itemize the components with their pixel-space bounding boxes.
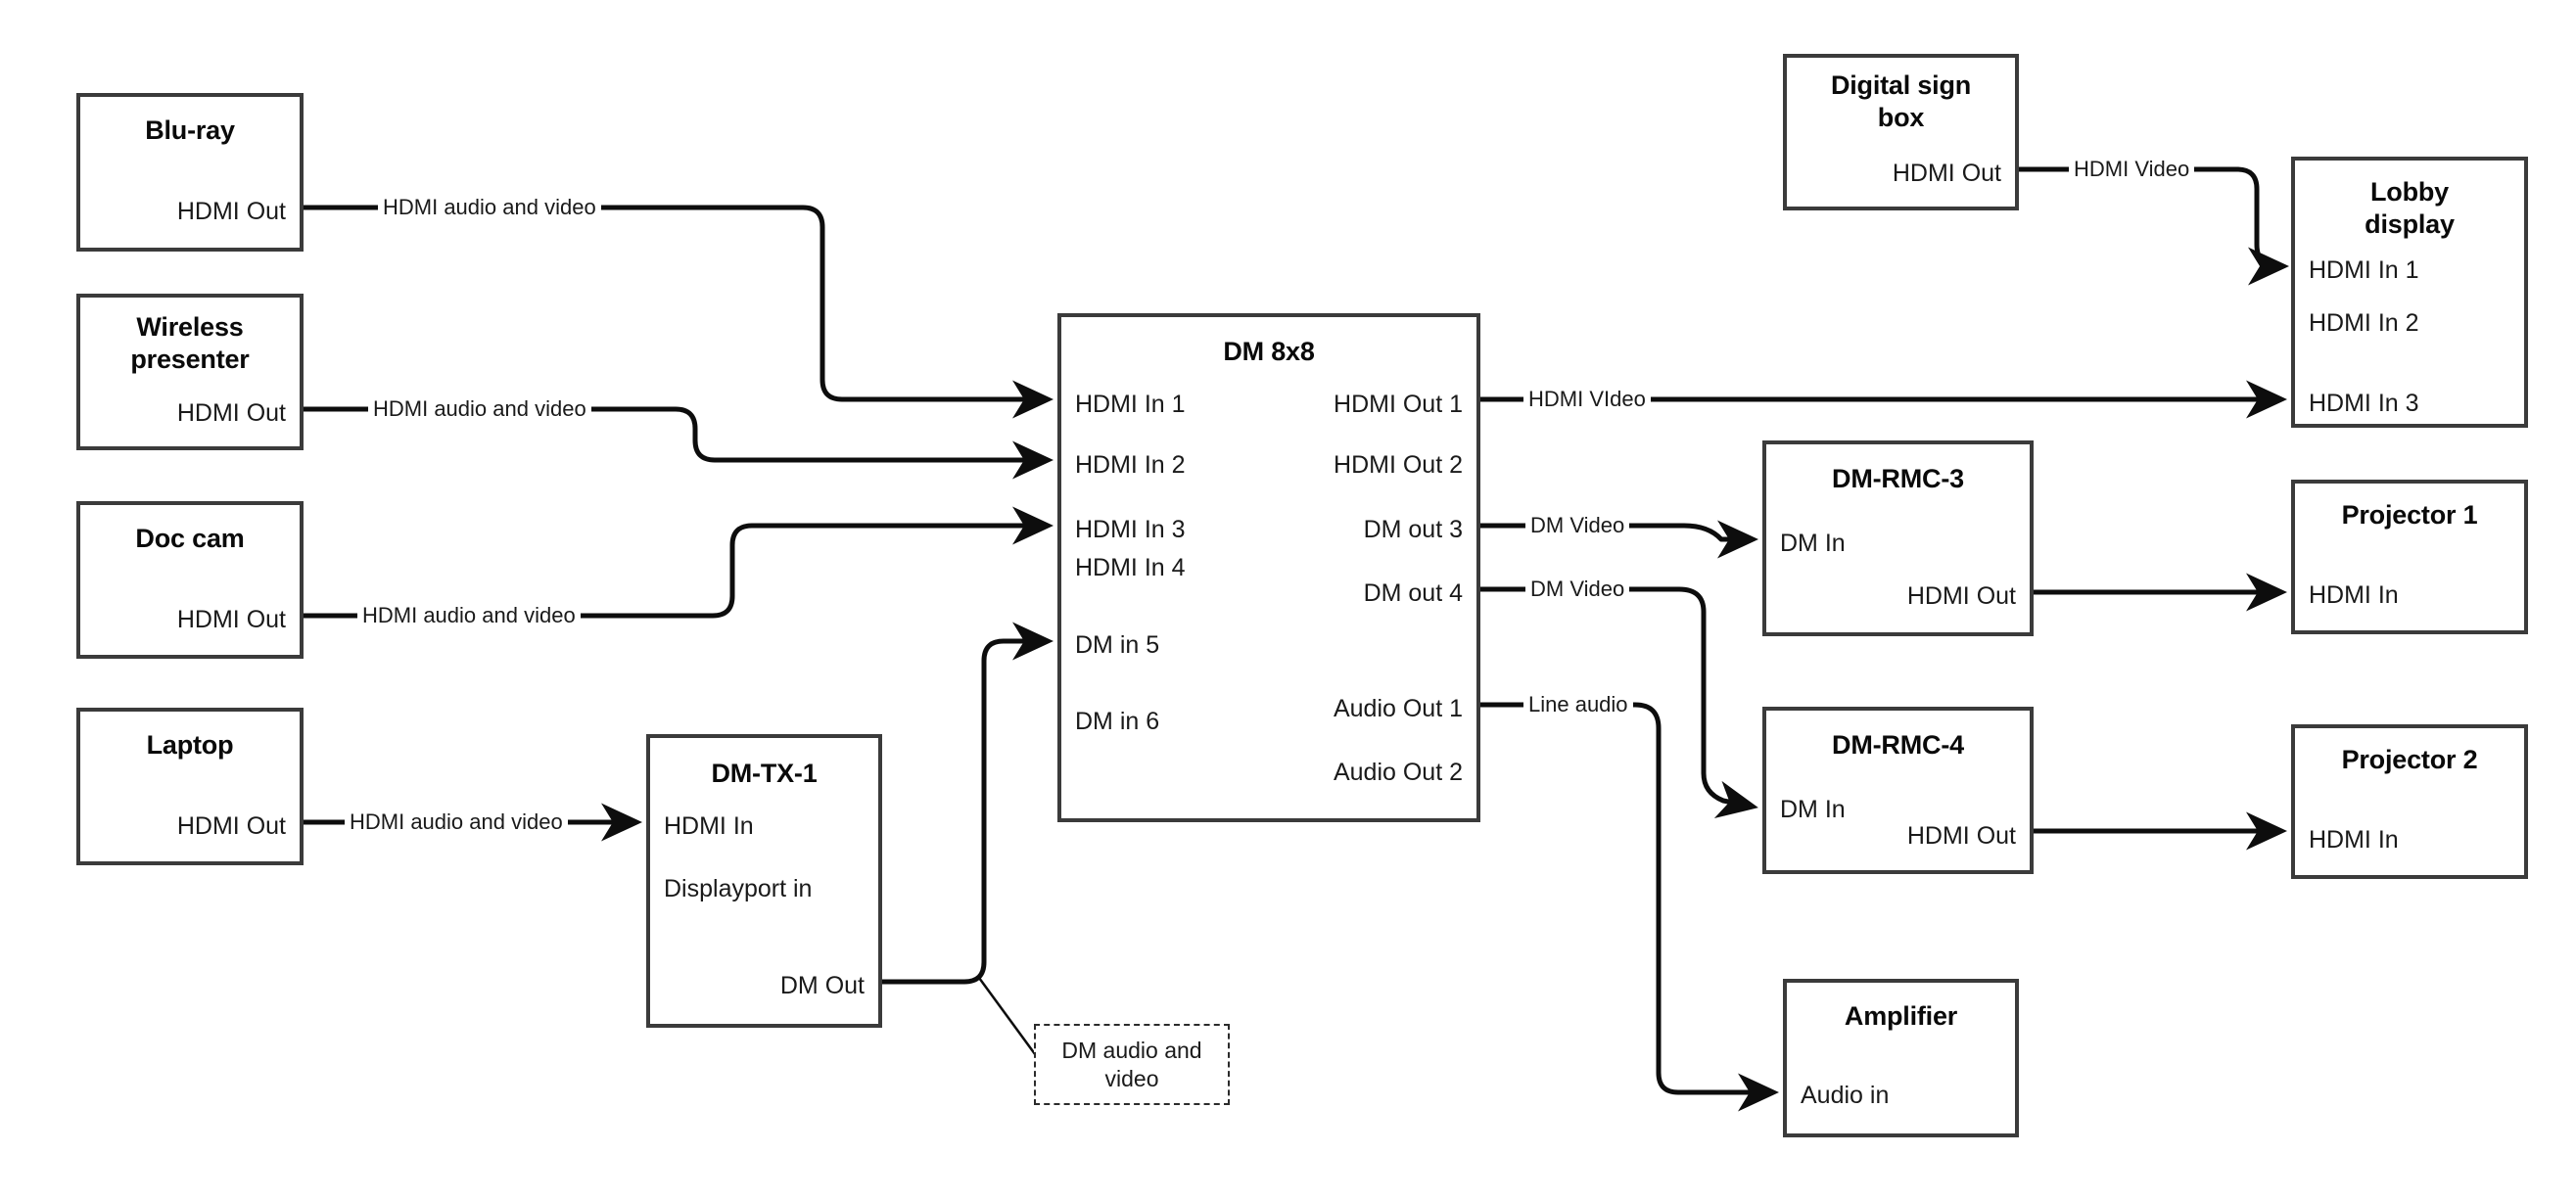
port-dm8x8-dm-out-4[interactable]: DM out 4 bbox=[1363, 579, 1463, 607]
port-dm8x8-dm-in-5[interactable]: DM in 5 bbox=[1075, 631, 1160, 659]
node-projector-2-title: Projector 2 bbox=[2341, 745, 2478, 774]
node-bluray-title: Blu-ray bbox=[145, 115, 235, 145]
node-doc-cam-title: Doc cam bbox=[135, 524, 245, 553]
port-dmtx1-hdmi-in[interactable]: HDMI In bbox=[664, 812, 754, 840]
node-dm-8x8[interactable]: DM 8x8 HDMI In 1 HDMI In 2 HDMI In 3 HDM… bbox=[1057, 313, 1480, 822]
port-bluray-hdmi-out[interactable]: HDMI Out bbox=[176, 198, 286, 225]
port-rmc4-hdmi-out[interactable]: HDMI Out bbox=[1906, 822, 2016, 850]
port-dm8x8-audio-out-2[interactable]: Audio Out 2 bbox=[1333, 759, 1463, 786]
node-amplifier-title: Amplifier bbox=[1844, 1001, 1958, 1031]
port-dmtx1-displayport-in[interactable]: Displayport in bbox=[664, 875, 813, 902]
wire-dmtx1-to-dm-in-5 bbox=[882, 622, 1054, 985]
port-dm8x8-hdmi-in-2[interactable]: HDMI In 2 bbox=[1075, 451, 1186, 479]
wire-label-wireless: HDMI audio and video bbox=[368, 397, 591, 421]
wire-label-hdmi-video-lobby: HDMI VIdeo bbox=[1523, 388, 1651, 411]
port-rmc3-hdmi-out[interactable]: HDMI Out bbox=[1906, 582, 2016, 610]
port-dm8x8-hdmi-in-1[interactable]: HDMI In 1 bbox=[1075, 391, 1186, 418]
node-digital-sign-box[interactable]: Digital sign box HDMI Out bbox=[1783, 54, 2019, 210]
node-dm-rmc-4[interactable]: DM-RMC-4 DM In HDMI Out bbox=[1762, 707, 2034, 874]
port-dm8x8-dm-in-6[interactable]: DM in 6 bbox=[1075, 708, 1160, 735]
wire-label-doccam: HDMI audio and video bbox=[357, 604, 581, 627]
port-lobby-hdmi-in-2[interactable]: HDMI In 2 bbox=[2309, 309, 2419, 337]
port-dm8x8-hdmi-in-3[interactable]: HDMI In 3 bbox=[1075, 516, 1186, 543]
port-dmtx1-dm-out[interactable]: DM Out bbox=[779, 972, 865, 999]
node-dm-rmc-3-title: DM-RMC-3 bbox=[1832, 464, 1964, 493]
node-projector-1-title: Projector 1 bbox=[2341, 500, 2478, 530]
port-dm8x8-hdmi-out-2[interactable]: HDMI Out 2 bbox=[1334, 451, 1463, 479]
node-dm-8x8-title: DM 8x8 bbox=[1223, 337, 1315, 366]
node-digital-sign-box-title: Digital sign box bbox=[1830, 70, 1972, 132]
port-dm8x8-dm-out-3[interactable]: DM out 3 bbox=[1363, 516, 1463, 543]
port-amplifier-audio-in[interactable]: Audio in bbox=[1801, 1082, 1890, 1109]
wire-label-line-audio: Line audio bbox=[1523, 693, 1633, 716]
wire-dm-audioout1-to-amplifier bbox=[1480, 702, 1780, 1112]
node-lobby-display[interactable]: Lobby display HDMI In 1 HDMI In 2 HDMI I… bbox=[2291, 157, 2528, 428]
node-laptop-title: Laptop bbox=[146, 730, 234, 760]
wire-label-dm-video-3: DM Video bbox=[1525, 514, 1630, 537]
port-lobby-hdmi-in-1[interactable]: HDMI In 1 bbox=[2309, 256, 2419, 284]
port-projector1-hdmi-in[interactable]: HDMI In bbox=[2309, 581, 2399, 609]
node-wireless-presenter[interactable]: Wireless presenter HDMI Out bbox=[76, 294, 304, 450]
wire-bluray-to-dm-hdmi-in-1 bbox=[304, 205, 1054, 419]
node-dm-rmc-3[interactable]: DM-RMC-3 DM In HDMI Out bbox=[1762, 440, 2034, 636]
port-doccam-hdmi-out[interactable]: HDMI Out bbox=[176, 606, 286, 633]
port-laptop-hdmi-out[interactable]: HDMI Out bbox=[176, 812, 286, 840]
node-bluray[interactable]: Blu-ray HDMI Out bbox=[76, 93, 304, 252]
port-projector2-hdmi-in[interactable]: HDMI In bbox=[2309, 826, 2399, 854]
wire-label-hdmi-video-sign: HDMI Video bbox=[2069, 158, 2195, 181]
port-wireless-hdmi-out[interactable]: HDMI Out bbox=[176, 399, 286, 427]
wire-label-dm-video-4: DM Video bbox=[1525, 577, 1630, 601]
port-rmc3-dm-in[interactable]: DM In bbox=[1780, 530, 1846, 557]
port-dm8x8-audio-out-1[interactable]: Audio Out 1 bbox=[1333, 695, 1463, 722]
node-dm-tx-1-title: DM-TX-1 bbox=[711, 759, 818, 788]
node-wireless-presenter-title: Wireless presenter bbox=[130, 312, 250, 374]
node-laptop[interactable]: Laptop HDMI Out bbox=[76, 708, 304, 865]
node-dm-rmc-4-title: DM-RMC-4 bbox=[1832, 730, 1964, 760]
wire-label-bluray: HDMI audio and video bbox=[378, 196, 601, 219]
node-dm-tx-1[interactable]: DM-TX-1 HDMI In Displayport in DM Out bbox=[646, 734, 882, 1028]
callout-dm-audio-video: DM audio and video bbox=[1034, 1024, 1230, 1105]
node-lobby-display-title: Lobby display bbox=[2365, 177, 2455, 239]
port-lobby-hdmi-in-3[interactable]: HDMI In 3 bbox=[2309, 390, 2419, 417]
node-projector-1[interactable]: Projector 1 HDMI In bbox=[2291, 480, 2528, 634]
port-dm8x8-hdmi-out-1[interactable]: HDMI Out 1 bbox=[1334, 391, 1463, 418]
port-digitalsign-hdmi-out[interactable]: HDMI Out bbox=[1892, 160, 2001, 187]
port-rmc4-dm-in[interactable]: DM In bbox=[1780, 796, 1846, 823]
wire-digitalsign-to-lobby-hdmi-in-1 bbox=[2019, 166, 2290, 286]
node-amplifier[interactable]: Amplifier Audio in bbox=[1783, 979, 2019, 1137]
port-dm8x8-hdmi-in-4[interactable]: HDMI In 4 bbox=[1075, 554, 1186, 581]
node-doc-cam[interactable]: Doc cam HDMI Out bbox=[76, 501, 304, 659]
node-projector-2[interactable]: Projector 2 HDMI In bbox=[2291, 724, 2528, 879]
callout-leader-line bbox=[977, 977, 1040, 1059]
wire-label-laptop: HDMI audio and video bbox=[345, 810, 568, 834]
